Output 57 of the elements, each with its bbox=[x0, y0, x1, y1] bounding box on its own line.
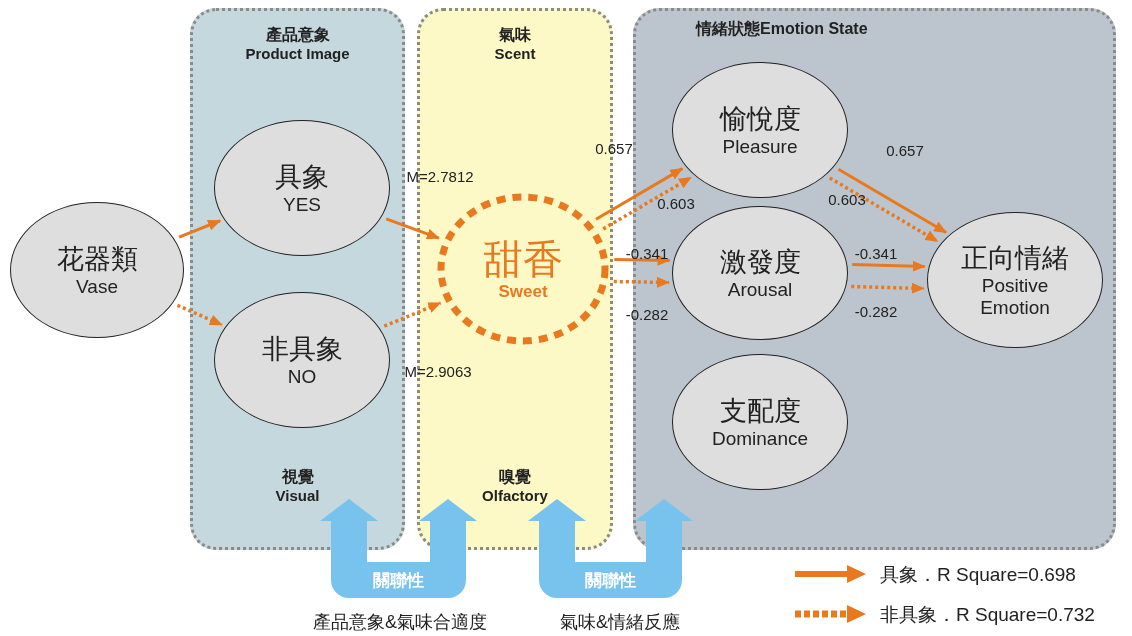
panel bbox=[190, 8, 405, 550]
edge-label: -0.341 bbox=[854, 244, 898, 262]
panel-footer-label: 嗅覺 bbox=[498, 467, 532, 487]
panel-footer-label: 視覺 bbox=[280, 467, 315, 487]
dotted-arrow bbox=[383, 301, 442, 328]
node-subtitle: Arousal bbox=[727, 279, 793, 301]
u-arrow bbox=[320, 499, 477, 598]
arrow bbox=[178, 219, 222, 239]
caption: 產品意象&氣味合適度 bbox=[313, 611, 487, 634]
node-title: 正向情緒 bbox=[961, 242, 1069, 275]
edge-label: 關聯性 bbox=[585, 569, 636, 592]
node-title: 具象 bbox=[275, 161, 329, 194]
dotted-arrow bbox=[176, 303, 223, 327]
dashed-circle-node bbox=[436, 192, 610, 346]
node-subtitle: Vase bbox=[76, 276, 118, 298]
panel-heading: 氣味 bbox=[498, 25, 532, 45]
node-subtitle: Sweet bbox=[498, 282, 548, 302]
edge-label: 0.657 bbox=[595, 139, 633, 157]
node-title: 愉悅度 bbox=[719, 103, 801, 136]
legend-text: 具象．R Square=0.698 bbox=[880, 563, 1076, 587]
node-title: 激發度 bbox=[719, 246, 801, 279]
edge-label: M=2.7812 bbox=[406, 167, 474, 185]
panel-heading: Scent bbox=[493, 45, 537, 62]
dotted-arrow bbox=[613, 276, 670, 288]
node-title: 花器類 bbox=[56, 243, 138, 276]
node-subtitle: NO bbox=[287, 366, 317, 388]
edge-label: 0.603 bbox=[657, 194, 695, 212]
node-subtitle: Dominance bbox=[711, 428, 809, 450]
arrow bbox=[852, 260, 926, 272]
arrow bbox=[614, 254, 671, 266]
node-title: 非具象 bbox=[261, 333, 343, 366]
arrow bbox=[595, 167, 684, 221]
dotted-arrow bbox=[602, 175, 692, 231]
panel-heading: 情緒狀態Emotion State bbox=[696, 19, 868, 39]
edge-label: -0.341 bbox=[625, 244, 669, 262]
arrow bbox=[385, 217, 440, 240]
edge-label: M=2.9063 bbox=[404, 362, 472, 380]
edge-label: 關聯性 bbox=[373, 569, 424, 592]
node-subtitle: Positive Emotion bbox=[979, 275, 1051, 319]
panel-heading: Product Image bbox=[244, 45, 351, 62]
node-subtitle: Pleasure bbox=[722, 136, 798, 158]
node-title: 甜香 bbox=[483, 236, 563, 282]
edge-label: 0.657 bbox=[886, 141, 924, 159]
legend-text: 非具象．R Square=0.732 bbox=[880, 603, 1095, 627]
edge-label: -0.282 bbox=[625, 305, 669, 323]
panel-heading: 產品意象 bbox=[264, 25, 331, 45]
node-subtitle: YES bbox=[283, 194, 321, 216]
u-arrow bbox=[528, 499, 693, 598]
dotted-arrow bbox=[828, 176, 939, 243]
dotted-arrow bbox=[851, 282, 925, 294]
panel-footer-label: Olfactory bbox=[481, 487, 549, 504]
edge-label: -0.282 bbox=[854, 302, 898, 320]
node-title: 支配度 bbox=[719, 395, 801, 428]
arrow bbox=[837, 167, 947, 234]
caption: 氣味&情緒反應 bbox=[560, 611, 680, 634]
panel-footer-label: Visual bbox=[274, 487, 321, 504]
edge-label: 0.603 bbox=[828, 190, 866, 208]
